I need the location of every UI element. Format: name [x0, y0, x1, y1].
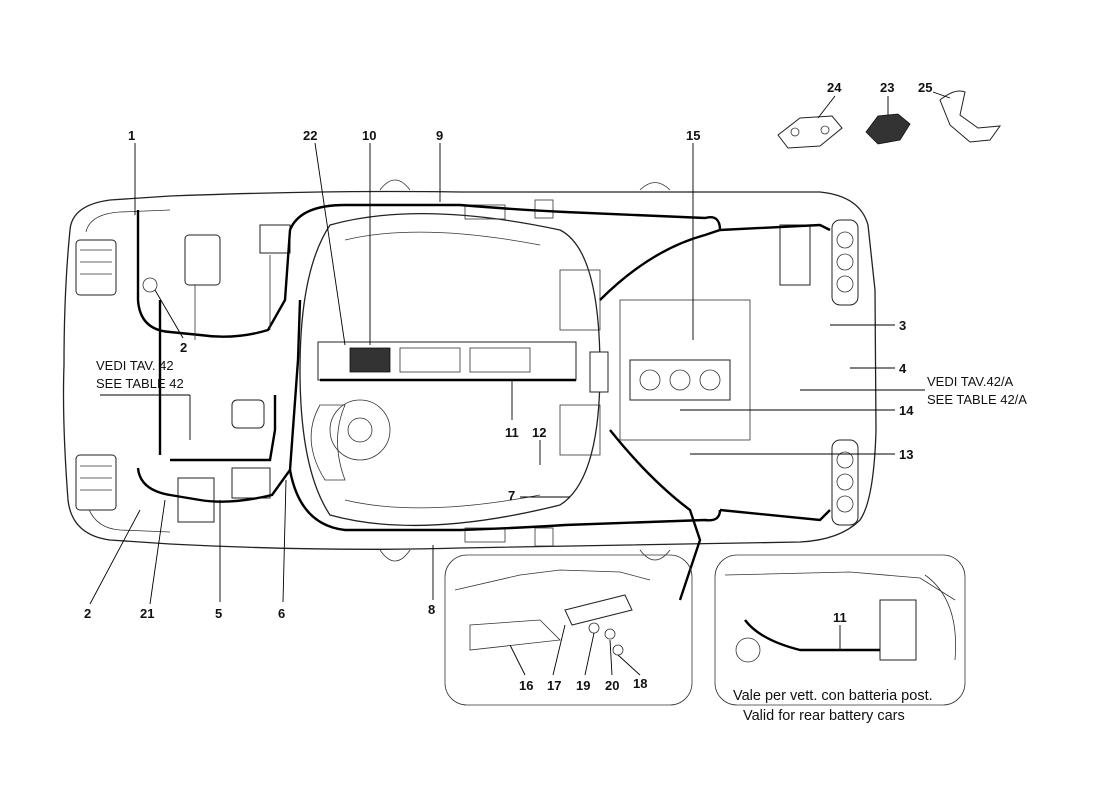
callout-11: 11 [505, 425, 519, 440]
callout-25: 25 [918, 80, 932, 95]
callout-8: 8 [428, 602, 435, 617]
callout-17: 17 [547, 678, 561, 693]
callout-5: 5 [215, 606, 222, 621]
leader-lines [89, 91, 951, 676]
callout-19: 19 [576, 678, 590, 693]
callout-24: 24 [827, 80, 842, 95]
callout-22: 22 [303, 128, 317, 143]
reference-notes: VEDI TAV. 42 SEE TABLE 42 VEDI TAV.42/A … [96, 358, 1027, 724]
callout-2: 2 [84, 606, 91, 621]
note-left-en: SEE TABLE 42 [96, 376, 184, 391]
inset-right [714, 554, 966, 706]
harness-wires [136, 203, 831, 601]
callout-10: 10 [362, 128, 376, 143]
callout-4: 4 [899, 361, 907, 376]
callout-21: 21 [140, 606, 154, 621]
callout-13: 13 [899, 447, 913, 462]
callout-9: 9 [436, 128, 443, 143]
note-right-it: VEDI TAV.42/A [927, 374, 1014, 389]
callout-15: 15 [686, 128, 700, 143]
callout-3: 3 [899, 318, 906, 333]
callout-20: 20 [605, 678, 619, 693]
callout-7: 7 [508, 488, 515, 503]
callout-14: 14 [899, 403, 914, 418]
callout-6: 6 [278, 606, 285, 621]
note-right-en: SEE TABLE 42/A [927, 392, 1027, 407]
inset-left [444, 554, 693, 706]
callout-23: 23 [880, 80, 894, 95]
callout-16: 16 [519, 678, 533, 693]
inset-caption-it: Vale per vett. con batteria post. [733, 688, 933, 704]
inset-caption-en: Valid for rear battery cars [743, 708, 905, 724]
callout-2: 2 [180, 340, 187, 355]
note-left-it: VEDI TAV. 42 [96, 358, 174, 373]
callout-labels: 1 2 2 3 4 5 6 7 8 9 10 11 11 12 13 14 15… [84, 80, 932, 693]
callout-1: 1 [128, 128, 135, 143]
callout-11: 11 [833, 610, 847, 625]
car-body [62, 179, 877, 562]
callout-18: 18 [633, 676, 647, 691]
loose-parts [777, 90, 1002, 149]
callout-12: 12 [532, 425, 546, 440]
